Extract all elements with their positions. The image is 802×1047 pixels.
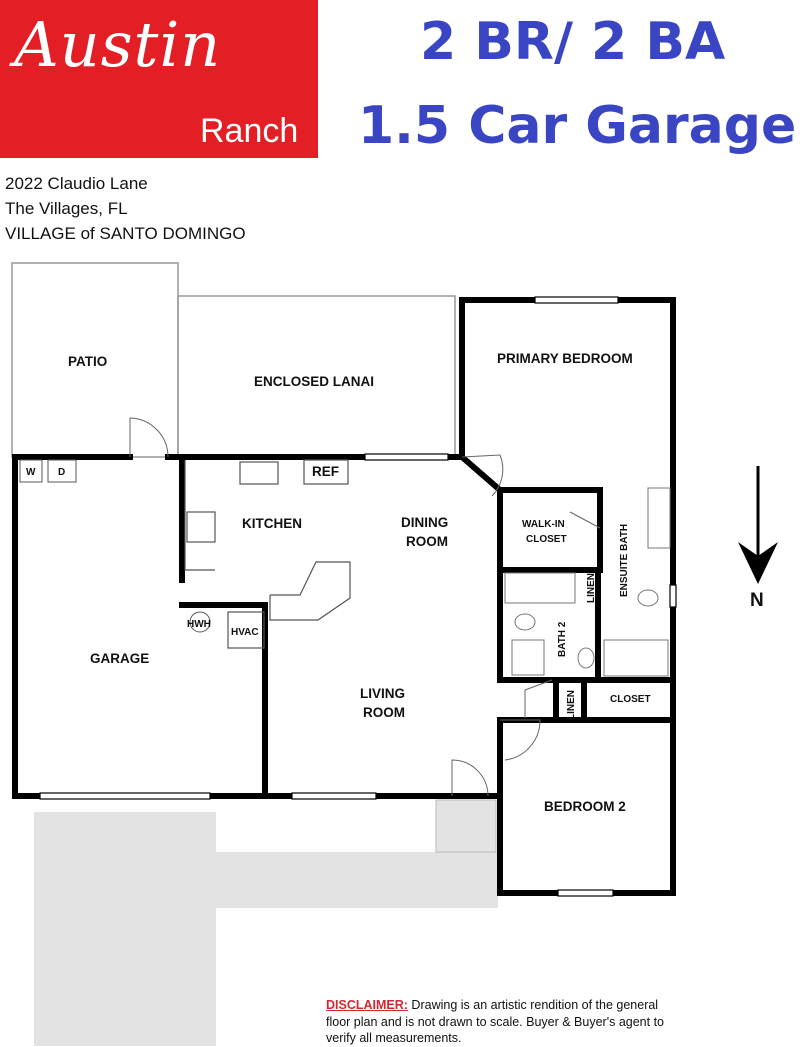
dryer-box <box>47 459 77 483</box>
headline-bedrooms-baths: 2 BR/ 2 BA <box>420 12 726 72</box>
bath-fixtures <box>504 487 671 677</box>
front-walk <box>216 852 498 908</box>
driveway <box>34 812 216 1046</box>
logo-title: Austin <box>14 8 222 81</box>
label-ref: REF <box>312 464 339 479</box>
disclaimer-text: Drawing is an artistic rendition of the … <box>326 998 664 1045</box>
label-walkin-line1: WALK-IN <box>522 519 565 530</box>
label-hwh: HWH <box>187 619 211 630</box>
label-closet: CLOSET <box>610 694 651 705</box>
washer-box <box>19 459 43 483</box>
address-city: The Villages, FL <box>5 199 128 218</box>
austin-ranch-logo: Austin Ranch <box>0 0 318 158</box>
room-garage: GARAGE <box>90 651 149 666</box>
doors <box>129 417 601 797</box>
label-washer: W <box>26 467 36 478</box>
room-living-line2: ROOM <box>363 705 405 720</box>
room-primary-bedroom: PRIMARY BEDROOM <box>497 351 633 366</box>
label-linen-a: LINEN <box>586 573 597 603</box>
walls <box>12 297 676 896</box>
disclaimer: DISCLAIMER: Drawing is an artistic rendi… <box>326 997 666 1047</box>
address-village: VILLAGE of SANTO DOMINGO <box>5 224 246 243</box>
label-bath-2: BATH 2 <box>557 621 568 657</box>
address-street: 2022 Claudio Lane <box>5 174 148 193</box>
label-ensuite-bath: ENSUITE BATH <box>619 524 630 597</box>
windows <box>39 296 677 897</box>
room-bedroom-2: BEDROOM 2 <box>544 799 626 814</box>
label-linen-b: LINEN <box>566 690 577 720</box>
kitchen-counters <box>184 459 351 649</box>
room-patio: PATIO <box>68 354 107 369</box>
disclaimer-title: DISCLAIMER: <box>326 998 408 1012</box>
north-arrow <box>738 466 778 584</box>
front-porch <box>435 799 497 853</box>
room-kitchen: KITCHEN <box>242 516 302 531</box>
compass-north-label: N <box>750 590 764 611</box>
label-walkin-line2: CLOSET <box>526 534 567 545</box>
room-dining-line1: DINING <box>401 515 448 530</box>
label-dryer: D <box>58 467 65 478</box>
label-hvac: HVAC <box>231 627 259 638</box>
room-lanai: ENCLOSED LANAI <box>254 374 374 389</box>
room-living-line1: LIVING <box>360 686 405 701</box>
headline-garage: 1.5 Car Garage <box>358 96 797 156</box>
water-heater <box>189 611 211 633</box>
room-dining-line2: ROOM <box>406 534 448 549</box>
logo-subtitle: Ranch <box>200 112 299 150</box>
